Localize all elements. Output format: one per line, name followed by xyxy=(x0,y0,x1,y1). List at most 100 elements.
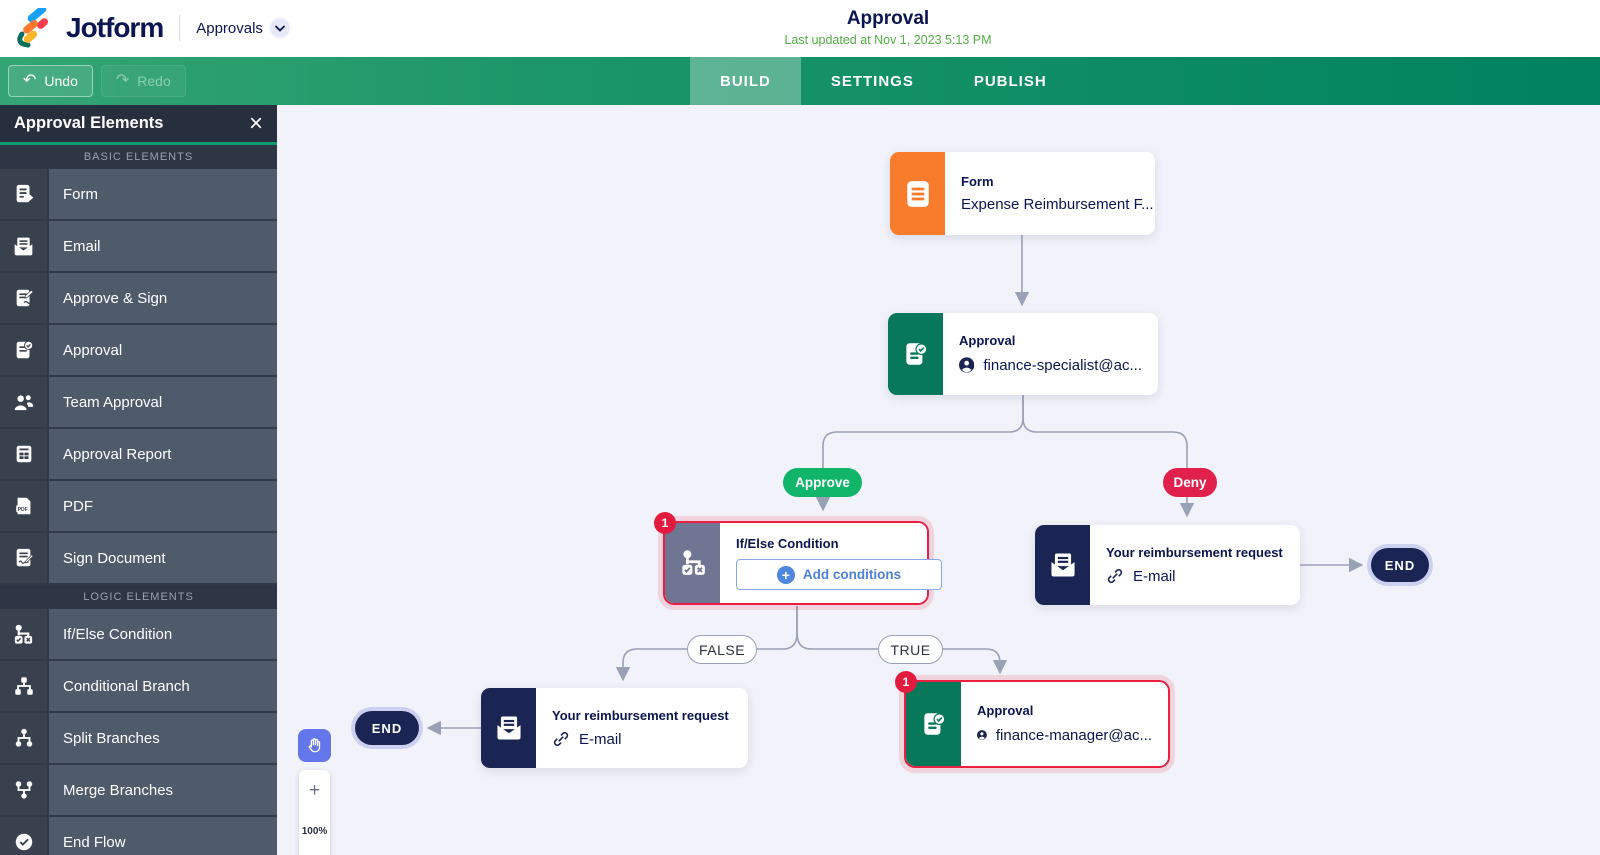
assignee-email: finance-specialist@ac... xyxy=(983,356,1142,374)
channel-label: E-mail xyxy=(579,730,622,748)
product-switcher[interactable]: Approvals xyxy=(196,18,290,38)
node-approval-manager[interactable]: 1 Approval finance-manager@ac... xyxy=(895,671,1170,768)
sidebar-item-if-else[interactable]: If/Else Condition xyxy=(0,609,277,659)
sidebar-item-label: End Flow xyxy=(49,817,277,855)
node-body: Approval finance-specialist@ac... xyxy=(943,313,1158,395)
sidebar-item-label: Email xyxy=(49,221,277,271)
add-conditions-button[interactable]: + Add conditions xyxy=(736,559,942,590)
form-node-icon xyxy=(890,152,945,235)
node-body: Your reimbursement request E-mail xyxy=(536,688,748,768)
node-body: If/Else Condition + Add conditions xyxy=(720,523,942,603)
redo-label: Redo xyxy=(137,73,171,89)
sidebar-item-label: If/Else Condition xyxy=(49,609,277,659)
brand-separator xyxy=(179,15,181,41)
node-title: Form xyxy=(961,174,994,189)
branch-label-true: TRUE xyxy=(878,635,943,664)
node-approval-specialist[interactable]: Approval finance-specialist@ac... xyxy=(888,313,1158,395)
end-node-right[interactable]: END xyxy=(1371,548,1429,582)
chevron-down-icon[interactable] xyxy=(269,18,290,38)
hand-icon xyxy=(308,738,321,753)
end-flow-icon xyxy=(0,817,47,855)
email-node-icon xyxy=(481,688,536,768)
tab-build[interactable]: BUILD xyxy=(690,57,801,105)
plus-icon: + xyxy=(776,565,795,584)
undo-label: Undo xyxy=(44,73,78,89)
sidebar-item-label: Split Branches xyxy=(49,713,277,763)
tab-settings[interactable]: SETTINGS xyxy=(830,72,914,90)
pan-tool-button[interactable] xyxy=(298,729,331,762)
panel-title: Approval Elements xyxy=(14,114,164,132)
sidebar-item-email[interactable]: Email xyxy=(0,221,277,271)
sidebar-item-merge-branches[interactable]: Merge Branches xyxy=(0,765,277,815)
page-title: Approval xyxy=(846,8,930,29)
branch-label-false: FALSE xyxy=(687,635,757,664)
approval-node-icon xyxy=(906,682,961,766)
email-icon xyxy=(0,221,47,271)
approve-sign-icon xyxy=(0,273,47,323)
sidebar-item-label: Approval xyxy=(49,325,277,375)
sidebar-item-label: Conditional Branch xyxy=(49,661,277,711)
sidebar-item-conditional-branch[interactable]: Conditional Branch xyxy=(0,661,277,711)
zoom-level: 100% xyxy=(301,826,328,837)
top-bar: Jotform Approvals Approval Last updated … xyxy=(0,0,1600,57)
node-body: Approval finance-manager@ac... xyxy=(961,682,1168,766)
team-approval-icon xyxy=(0,377,47,427)
flow-canvas[interactable]: Form Expense Reimbursement F... Approval… xyxy=(277,105,1600,855)
issue-badge: 1 xyxy=(654,512,676,534)
email-node-icon xyxy=(1035,525,1090,605)
sidebar-item-label: Approval Report xyxy=(49,429,277,479)
node-assignee: finance-manager@ac... xyxy=(977,725,1152,745)
redo-icon: ↷ xyxy=(115,72,130,89)
builder-toolbar: ↶ Undo ↷ Redo BUILD SETTINGS PUBLISH xyxy=(0,57,1600,105)
close-icon[interactable]: × xyxy=(248,109,263,137)
sidebar-item-label: Form xyxy=(49,169,277,219)
sidebar-item-split-branches[interactable]: Split Branches xyxy=(0,713,277,763)
pdf-icon: PDF xyxy=(0,481,47,531)
logo-text: Jotform xyxy=(66,12,164,43)
redo-button[interactable]: ↷ Redo xyxy=(100,65,186,97)
sidebar-item-label: PDF xyxy=(49,481,277,531)
node-title: If/Else Condition xyxy=(736,536,839,551)
section-basic-elements: BASIC ELEMENTS xyxy=(0,145,277,169)
sidebar-item-form[interactable]: Form xyxy=(0,169,277,219)
node-email-deny[interactable]: Your reimbursement request E-mail xyxy=(1035,525,1300,605)
end-node-left[interactable]: END xyxy=(355,711,419,745)
sidebar-item-team-approval[interactable]: Team Approval xyxy=(0,377,277,427)
split-branches-icon xyxy=(0,713,47,763)
issue-badge: 1 xyxy=(895,671,917,693)
node-if-else-condition[interactable]: 1 If/Else Condition + Add conditions xyxy=(654,512,942,605)
panel-accent-line xyxy=(0,142,277,145)
person-icon xyxy=(977,730,987,740)
undo-button[interactable]: ↶ Undo xyxy=(8,65,93,97)
node-title: Approval xyxy=(977,703,1034,718)
if-else-node-icon xyxy=(665,523,720,603)
jotform-logo-icon xyxy=(17,8,49,48)
undo-icon: ↶ xyxy=(23,72,37,89)
add-conditions-label: Add conditions xyxy=(802,567,902,582)
node-email-false[interactable]: Your reimbursement request E-mail xyxy=(481,688,748,768)
assignee-email: finance-manager@ac... xyxy=(995,726,1152,744)
section-logic-elements: LOGIC ELEMENTS xyxy=(0,585,277,609)
product-name: Approvals xyxy=(196,19,263,37)
zoom-in-button[interactable]: + xyxy=(308,780,321,801)
approval-report-icon xyxy=(0,429,47,479)
approval-icon xyxy=(0,325,47,375)
branch-label-approve: Approve xyxy=(783,468,862,497)
history-buttons: ↶ Undo ↷ Redo xyxy=(8,65,186,97)
sidebar-item-sign-document[interactable]: Sign Document xyxy=(0,533,277,583)
node-subtitle: Expense Reimbursement F... xyxy=(961,196,1154,213)
node-channel: E-mail xyxy=(552,730,732,748)
sidebar-item-approval-report[interactable]: Approval Report xyxy=(0,429,277,479)
sidebar-item-approval[interactable]: Approval xyxy=(0,325,277,375)
sidebar-item-end-flow[interactable]: End Flow xyxy=(0,817,277,855)
if-else-icon xyxy=(0,609,47,659)
sidebar-item-pdf[interactable]: PDF PDF xyxy=(0,481,277,531)
node-body: Your reimbursement request E-mail xyxy=(1090,525,1300,605)
sidebar-item-label: Approve & Sign xyxy=(49,273,277,323)
tab-publish[interactable]: PUBLISH xyxy=(973,72,1047,90)
node-form[interactable]: Form Expense Reimbursement F... xyxy=(890,152,1155,235)
brand: Jotform Approvals xyxy=(14,8,290,48)
sidebar-item-approve-sign[interactable]: Approve & Sign xyxy=(0,273,277,323)
sidebar-item-label: Team Approval xyxy=(49,377,277,427)
zoom-control: + 100% xyxy=(299,770,330,855)
